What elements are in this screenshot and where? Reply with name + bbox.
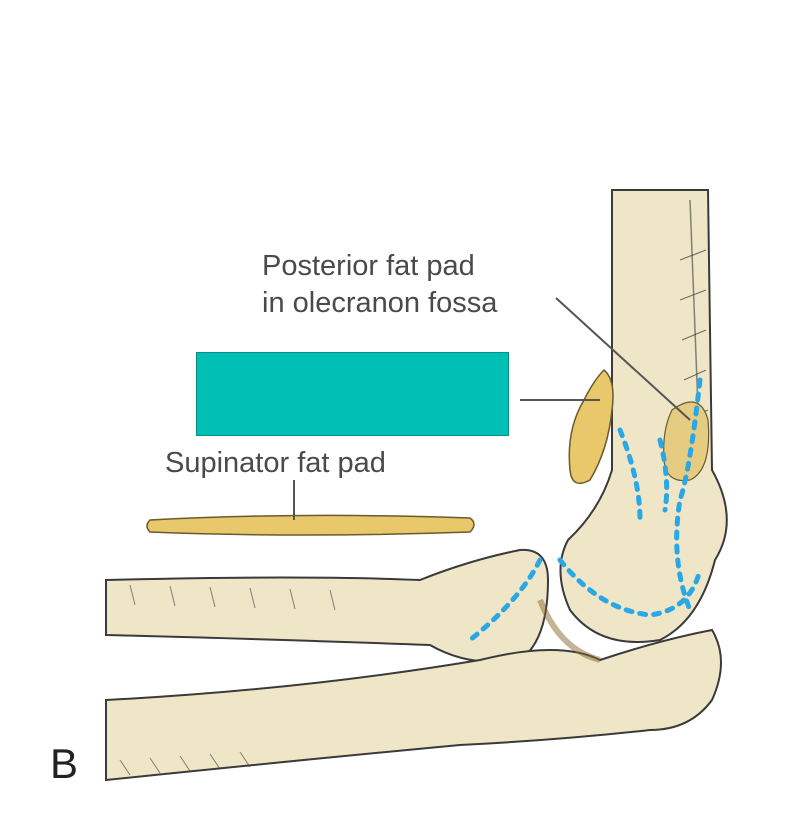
hidden-label-box bbox=[196, 352, 509, 436]
supinator-fat-pad-label: Supinator fat pad bbox=[165, 447, 386, 479]
humerus bbox=[559, 189, 728, 643]
ulna bbox=[105, 628, 722, 782]
panel-letter: B bbox=[50, 740, 79, 787]
supinator-fat-pad bbox=[146, 514, 475, 536]
dotted-outline bbox=[467, 377, 703, 643]
posterior-fat-pad-label-line2: in olecranon fossa bbox=[262, 287, 498, 319]
anterior-fat-pad bbox=[568, 368, 614, 485]
posterior-fat-pad-label-line1: Posterior fat pad bbox=[262, 250, 475, 282]
posterior-leader-line bbox=[555, 297, 691, 421]
radius bbox=[105, 548, 550, 664]
